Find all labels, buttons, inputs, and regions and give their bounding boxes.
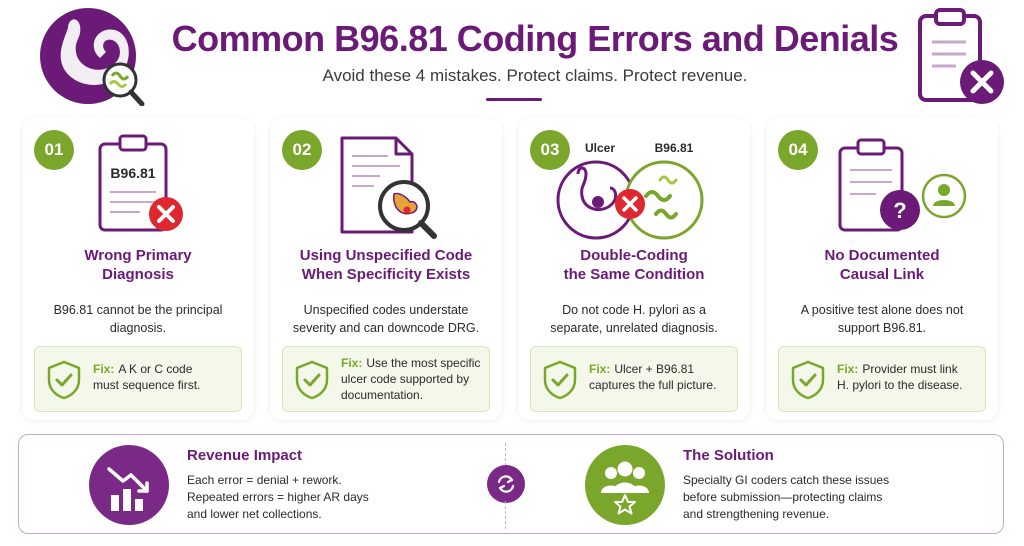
code-label: B96.81 xyxy=(655,141,694,155)
fix-box: Fix:A K or C code must sequence first. xyxy=(34,346,242,412)
card-desc-line: separate, unrelated diagnosis. xyxy=(550,321,718,335)
fix-text: Fix:Provider must link H. pylori to the … xyxy=(837,361,981,393)
step-number: 02 xyxy=(282,130,322,170)
fix-line: Ulcer + B96.81 xyxy=(614,362,695,376)
team-star-icon xyxy=(585,445,665,525)
solution-line: before submission—protecting claims xyxy=(683,490,883,504)
fix-line: captures the full picture. xyxy=(589,378,717,392)
solution-text: Specialty GI coders catch these issues b… xyxy=(683,472,983,523)
fix-label: Fix: xyxy=(589,362,611,376)
svg-text:?: ? xyxy=(893,198,906,223)
card-title-line: Wrong Primary xyxy=(84,247,192,264)
card-desc-line: support B96.81. xyxy=(837,321,927,335)
clipboard-x-icon xyxy=(918,8,1004,104)
card-desc-line: A positive test alone does not xyxy=(800,303,964,317)
impact-text: Each error = denial + rework. Repeated e… xyxy=(187,472,477,523)
card-title-line: Using Unspecified Code xyxy=(299,247,473,264)
card-description: B96.81 cannot be the principal diagnosis… xyxy=(32,301,244,337)
fix-line: documentation. xyxy=(341,388,424,402)
fix-text: Fix:A K or C code must sequence first. xyxy=(93,361,237,393)
card-desc-line: Do not code H. pylori as a xyxy=(562,303,706,317)
bottom-banner: Revenue Impact Each error = denial + rew… xyxy=(18,434,1004,534)
solution-line: and strengthening revenue. xyxy=(683,507,830,521)
clipboard-question-icon: ? xyxy=(838,138,967,232)
card-title-line: When Specificity Exists xyxy=(301,266,471,283)
fix-label: Fix: xyxy=(341,356,363,370)
shield-check-icon xyxy=(295,360,329,400)
card-title: Double-Coding the Same Condition xyxy=(524,246,744,284)
card-title-line: No Documented xyxy=(824,247,940,264)
fix-text: Fix:Use the most specific ulcer code sup… xyxy=(341,355,485,403)
fix-line: A K or C code xyxy=(118,362,193,376)
fix-line: must sequence first. xyxy=(93,378,201,392)
error-card-4: ? 04 No Documented Causal Link A positiv… xyxy=(766,118,998,420)
fix-line: ulcer code supported by xyxy=(341,372,470,386)
declining-chart-icon xyxy=(89,445,169,525)
shield-check-icon xyxy=(791,360,825,400)
card-title-line: Causal Link xyxy=(839,266,925,283)
ulcer-bacteria-x-icon: Ulcer B96.81 xyxy=(556,141,704,240)
card-desc-line: Unspecified codes understate xyxy=(303,303,469,317)
fix-line: H. pylori to the disease. xyxy=(837,378,963,392)
page-title: Common B96.81 Coding Errors and Denials xyxy=(171,18,899,59)
impact-line: Repeated errors = higher AR days xyxy=(187,490,369,504)
card-desc-line: B96.81 cannot be the principal xyxy=(53,303,223,317)
card-title: Wrong Primary Diagnosis xyxy=(28,246,248,284)
page-subtitle: Avoid these 4 mistakes. Protect claims. … xyxy=(322,66,748,85)
error-card-3: Ulcer B96.81 03 Double-Coding the Same C… xyxy=(518,118,750,420)
card-title-line: Diagnosis xyxy=(102,266,174,283)
fix-text: Fix:Ulcer + B96.81 captures the full pic… xyxy=(589,361,733,393)
clipboard-x-icon: B96.81 xyxy=(98,134,183,232)
impact-line: and lower net collections. xyxy=(187,507,322,521)
ulcer-label: Ulcer xyxy=(585,141,615,155)
fix-label: Fix: xyxy=(837,362,859,376)
shield-check-icon xyxy=(47,360,81,400)
clipboard-code-label: B96.81 xyxy=(110,165,155,181)
swap-arrows-icon xyxy=(487,465,525,503)
fix-box: Fix:Use the most specific ulcer code sup… xyxy=(282,346,490,412)
step-number: 03 xyxy=(530,130,570,170)
stomach-bacteria-icon xyxy=(40,8,145,106)
card-desc-line: diagnosis. xyxy=(109,321,167,335)
error-card-2: 02 Using Unspecified Code When Specifici… xyxy=(270,118,502,420)
error-card-1: B96.81 01 Wrong Primary Diagnosis B96.81… xyxy=(22,118,254,420)
card-title: No Documented Causal Link xyxy=(772,246,992,284)
card-desc-line: severity and can downcode DRG. xyxy=(292,321,480,335)
step-number: 04 xyxy=(778,130,818,170)
card-description: Unspecified codes understate severity an… xyxy=(280,301,492,337)
step-number: 01 xyxy=(34,130,74,170)
fix-box: Fix:Provider must link H. pylori to the … xyxy=(778,346,986,412)
card-description: A positive test alone does not support B… xyxy=(776,301,988,337)
card-title: Using Unspecified Code When Specificity … xyxy=(276,246,496,284)
title-divider xyxy=(486,98,542,101)
card-title-line: the Same Condition xyxy=(563,266,705,283)
fix-box: Fix:Ulcer + B96.81 captures the full pic… xyxy=(530,346,738,412)
header: Common B96.81 Coding Errors and Denials … xyxy=(0,0,1024,110)
card-description: Do not code H. pylori as a separate, unr… xyxy=(528,301,740,337)
shield-check-icon xyxy=(543,360,577,400)
fix-line: Provider must link xyxy=(862,362,958,376)
document-magnifier-icon xyxy=(340,136,437,239)
fix-label: Fix: xyxy=(93,362,115,376)
divider xyxy=(505,501,506,529)
solution-line: Specialty GI coders catch these issues xyxy=(683,473,890,487)
fix-line: Use the most specific xyxy=(366,356,481,370)
solution-title: The Solution xyxy=(683,447,774,464)
card-title-line: Double-Coding xyxy=(580,247,688,264)
divider xyxy=(505,443,506,471)
impact-title: Revenue Impact xyxy=(187,447,303,464)
impact-line: Each error = denial + rework. xyxy=(187,473,342,487)
